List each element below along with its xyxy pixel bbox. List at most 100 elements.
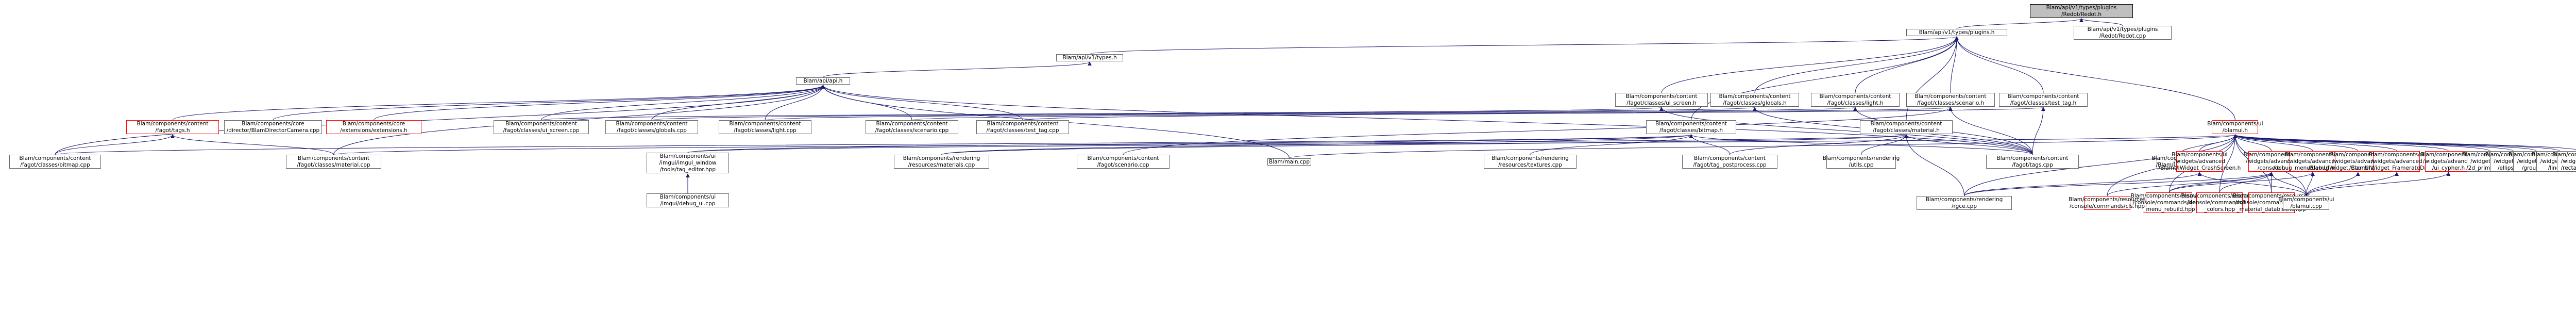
graph-node-scenario-h[interactable]: Blam/components/content/fagot/classes/sc…: [1906, 93, 1995, 107]
graph-node-cls-hpp[interactable]: Blam/components/resources/console/comman…: [2069, 196, 2146, 210]
node-label-line: /Redot/Redot.h: [2061, 11, 2102, 18]
node-label-line: Blam/components/content: [616, 120, 688, 127]
graph-node-types-h[interactable]: Blam/api/v1/types.h: [1056, 54, 1123, 61]
edge-window-cpp-to-ui-blamui-h: [687, 134, 2237, 153]
node-label-line: /widgets/basic: [2561, 158, 2576, 165]
graph-node-fagot-tags-cpp[interactable]: Blam/components/content/fagot/tags.cpp: [1986, 155, 2079, 169]
node-label-line: /Redot/Redot.cpp: [2099, 32, 2146, 39]
edge-api-h-to-types-h: [823, 61, 1092, 78]
node-label-line: /imgui/imgui_window: [659, 159, 717, 166]
edge-light-cpp-to-api-h: [765, 85, 825, 121]
node-label-line: Blam/components/content: [1870, 120, 1942, 127]
node-label-line: Blam/components/ui: [659, 193, 716, 200]
graph-node-textures-cpp[interactable]: Blam/components/rendering/resources/text…: [1484, 155, 1577, 169]
node-label-line: /blamui.cpp: [2290, 203, 2323, 209]
node-label-line: /fagot/classes/globals.h: [1723, 100, 1787, 106]
node-label-line: Blam/components/rendering: [1925, 196, 2003, 203]
graph-node-material-cpp[interactable]: Blam/components/content/fagot/classes/ma…: [286, 155, 381, 169]
node-label-line: /fagot/scenario.cpp: [1097, 161, 1149, 168]
edge-fagot-tags-cpp-to-bitmap-h: [1689, 134, 2033, 155]
edge-light-h-to-plugins-h: [1855, 36, 1959, 93]
node-label-line: Blam/components/ui: [2172, 151, 2228, 158]
node-label-line: /fagot/classes/scenario.h: [1917, 100, 1985, 106]
node-label-line: Blam/components/ui: [2420, 151, 2477, 158]
edge-framerate-h-to-ui-blamui-h: [2233, 134, 2397, 152]
graph-node-globals-h[interactable]: Blam/components/content/fagot/classes/gl…: [1710, 93, 1799, 107]
graph-node-crash-h[interactable]: Blam/components/ui/widgets/advanced/Blam…: [2159, 151, 2241, 172]
graph-node-menu-rebuild-hpp[interactable]: Blam/components/resources/console/comman…: [2131, 192, 2208, 213]
node-label-line: /resources/materials.cpp: [908, 161, 975, 168]
graph-node-window-cpp[interactable]: Blam/components/ui/imgui/imgui_window/to…: [647, 153, 729, 173]
graph-node-bitmap-h[interactable]: Blam/components/content/fagot/classes/bi…: [1646, 120, 1736, 134]
graph-node-test-tag-h[interactable]: Blam/components/content/fagot/classes/te…: [1999, 93, 2088, 107]
node-label-line: Blam/components/core: [242, 120, 304, 127]
node-label-line: /widgets/advanced: [2332, 158, 2384, 165]
edge-bitmap-h-to-plugins-h: [1691, 36, 1959, 121]
graph-node-ui-cpp[interactable]: Blam/components/ui/blamui.cpp: [2278, 196, 2334, 210]
graph-node-ext-core[interactable]: Blam/components/core/extensions/extensio…: [326, 120, 421, 134]
node-label-line: Blam/api/v1/types.h: [1062, 54, 1117, 61]
graph-node-main-cpp[interactable]: Blam/main.cpp: [1267, 158, 1311, 166]
graph-node-ui-blamui-h[interactable]: Blam/components/ui/blamui.h: [2207, 120, 2263, 134]
edge-redot-cpp-to-root: [2079, 18, 2123, 26]
graph-node-cypher-h[interactable]: Blam/components/ui/widgets/advanced/ui_c…: [2420, 151, 2477, 172]
edge-ui-cpp-to-console-h: [2269, 172, 2307, 197]
node-label-line: Blam/components/content: [876, 120, 948, 127]
graph-node-material-h[interactable]: Blam/components/content/fagot/classes/ma…: [1860, 120, 1953, 134]
edge-ext-core-to-api-h: [374, 85, 825, 121]
node-label-line: Blam/components/content: [1914, 93, 1987, 100]
node-label-line: Blam/components/ui: [2284, 151, 2341, 158]
graph-node-materials-cpp[interactable]: Blam/components/rendering/resources/mate…: [894, 155, 989, 169]
node-label-line: Blam/components/ui: [2552, 151, 2576, 158]
graph-node-tag-postprocess-cpp[interactable]: Blam/components/content/fagot/tag_postpr…: [1682, 155, 1777, 169]
graph-node-colors-hpp[interactable]: Blam/components/resources/console/comman…: [2181, 192, 2258, 213]
graph-node-coords-h[interactable]: Blam/components/ui/widgets/advanced/Blam…: [2308, 151, 2408, 172]
graph-node-rectangle-cpp[interactable]: Blam/components/ui/widgets/basic/rectang…: [2552, 151, 2576, 172]
graph-node-scenario-tag-cpp[interactable]: Blam/components/content/fagot/scenario.c…: [1077, 155, 1170, 169]
graph-node-redot-cpp[interactable]: Blam/api/v1/types/plugins/Redot/Redot.cp…: [2074, 26, 2172, 40]
graph-node-rgce-cpp[interactable]: Blam/components/rendering/rgce.cpp: [1917, 196, 2012, 210]
graph-node-ui-screen-h[interactable]: Blam/components/content/fagot/classes/ui…: [1615, 93, 1708, 107]
graph-node-camera-cpp[interactable]: Blam/components/core/director/BlamDirect…: [224, 120, 322, 134]
edge-material-cpp-to-material-h: [333, 134, 1908, 155]
node-label-line: Blam/components/core: [342, 120, 405, 127]
node-label-line: Blam/api/v1/types/plugins: [2046, 4, 2117, 11]
graph-node-ui-screen-cpp[interactable]: Blam/components/content/fagot/classes/ui…: [494, 120, 589, 134]
node-label-line: Blam/api/v1/types/plugins: [2087, 26, 2158, 32]
edge-window-cpp-to-bitmap-h: [687, 134, 1693, 153]
graph-node-bitmap-cpp[interactable]: Blam/components/content/fagot/classes/bi…: [9, 155, 101, 169]
node-label-line: /fagot/tags.h: [155, 127, 190, 134]
graph-node-console-h[interactable]: Blam/components/ui/widgets/advanced/cons…: [2244, 151, 2299, 172]
node-label-line: Blam/components/ui: [2330, 151, 2386, 158]
graph-node-api-h[interactable]: Blam/api/api.h: [796, 77, 850, 85]
node-label-line: /tools/tag_editor.hpp: [659, 166, 716, 173]
node-label-line: Blam/components/content: [1625, 93, 1698, 100]
graph-node-plugins-h[interactable]: Blam/api/v1/types/plugins.h: [1906, 29, 2007, 36]
graph-node-content-tags-h[interactable]: Blam/components/content/fagot/tags.h: [126, 120, 219, 134]
graph-node-test-tag-cpp[interactable]: Blam/components/content/fagot/classes/te…: [976, 120, 1069, 134]
graph-node-framerate-h[interactable]: Blam/components/ui/widgets/advanced/Blam…: [2349, 151, 2444, 172]
node-label-line: /console/commands/list: [2188, 199, 2252, 206]
edge-fagot-tags-cpp-to-test-tag-h: [2032, 107, 2045, 155]
node-label-line: /debug_menu/debug_menu.h: [2273, 165, 2352, 171]
graph-node-scenario-cpp[interactable]: Blam/components/content/fagot/classes/sc…: [866, 120, 958, 134]
node-label-line: /widgets/advanced: [2371, 158, 2422, 165]
graph-node-utils-cpp[interactable]: Blam/components/rendering/utils.cpp: [1823, 155, 1900, 169]
edge-camera-cpp-to-api-h: [273, 85, 825, 121]
edge-material-cpp-to-api-h: [333, 85, 825, 155]
graph-node-light-h[interactable]: Blam/components/content/fagot/classes/li…: [1811, 93, 1900, 107]
node-label-line: Blam/components/content: [1719, 93, 1791, 100]
graph-node-imgui-ui-cpp[interactable]: Blam/components/ui/imgui/debug_ui.cpp: [647, 193, 729, 207]
graph-node-light-cpp[interactable]: Blam/components/content/fagot/classes/li…: [719, 120, 811, 134]
node-label-line: /fagot/tags.cpp: [2012, 161, 2053, 168]
edge-material-cpp-to-content-tags-h: [171, 134, 334, 155]
edge-rgce-cpp-to-crash-h: [1964, 172, 2202, 197]
graph-node-globals-cpp[interactable]: Blam/components/content/fagot/classes/gl…: [605, 120, 698, 134]
node-label-line: Blam/components/ui: [2207, 120, 2263, 127]
edge-menu-rebuild-hpp-to-debug-menu-h: [2168, 172, 2315, 193]
graph-node-debug-menu-h[interactable]: Blam/components/ui/widgets/advanced/debu…: [2273, 151, 2352, 172]
node-label-line: /fagot/classes/light.h: [1827, 100, 1884, 106]
edge-ui-cpp-to-coords-h: [2306, 172, 2360, 197]
edge-ui-cpp-to-framerate-h: [2306, 172, 2399, 197]
node-label-line: /fagot/tag_postprocess.cpp: [1693, 161, 1767, 168]
